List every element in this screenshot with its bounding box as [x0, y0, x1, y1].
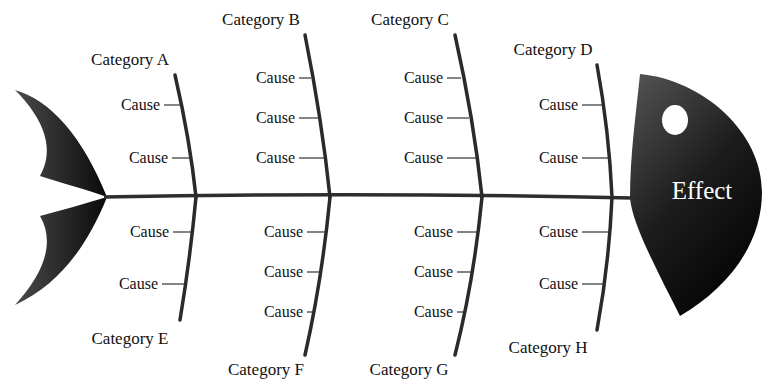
cause-label: Cause	[256, 110, 295, 126]
cause-label: Cause	[539, 276, 578, 292]
cause-label: Cause	[129, 150, 168, 166]
cause-label: Cause	[404, 70, 443, 86]
tick-line	[582, 104, 603, 105]
spine	[104, 195, 632, 198]
tick-line	[447, 157, 476, 158]
fish-eye	[662, 105, 688, 135]
bone	[455, 197, 482, 355]
tick-line	[162, 283, 185, 284]
category-label: Category C	[371, 11, 449, 28]
cause-label: Cause	[539, 97, 578, 113]
cause-label: Cause	[414, 224, 453, 240]
tick-line	[299, 157, 325, 158]
tick-line	[447, 117, 469, 118]
bone	[175, 75, 196, 197]
head-outline	[630, 74, 762, 316]
tick-line	[307, 231, 326, 232]
tail-fin	[15, 197, 107, 305]
tick-line	[299, 117, 319, 118]
category-label: Category E	[92, 330, 169, 347]
bone	[305, 35, 330, 197]
cause-label: Cause	[264, 224, 303, 240]
tick-line	[173, 231, 191, 232]
cause-label: Cause	[256, 150, 295, 166]
cause-label: Cause	[404, 150, 443, 166]
category-label: Category F	[228, 361, 304, 378]
tick-line	[299, 77, 311, 78]
bone	[455, 35, 482, 197]
category-label: Category B	[222, 11, 300, 28]
cause-label: Cause	[264, 304, 303, 320]
tick-line	[582, 231, 610, 232]
tick-line	[457, 231, 478, 232]
tick-line	[457, 311, 464, 312]
tick-line	[447, 77, 461, 78]
cause-label: Cause	[414, 264, 453, 280]
cause-label: Cause	[539, 150, 578, 166]
tick-line	[307, 271, 320, 272]
tick-line	[164, 104, 181, 105]
tick-line	[582, 283, 605, 284]
category-label: Category D	[514, 41, 593, 58]
category-label: Category G	[370, 361, 449, 378]
tail-fin	[15, 90, 107, 197]
tick-line	[582, 157, 609, 158]
bone	[180, 197, 196, 320]
tick-line	[172, 157, 191, 158]
bone	[305, 197, 330, 355]
cause-label: Cause	[264, 264, 303, 280]
cause-label: Cause	[414, 304, 453, 320]
category-label: Category H	[509, 339, 588, 356]
tick-line	[457, 271, 471, 272]
cause-label: Cause	[539, 224, 578, 240]
bone	[597, 197, 612, 330]
cause-label: Cause	[256, 70, 295, 86]
effect-label: Effect	[672, 178, 733, 203]
fish-head: Effect	[628, 72, 764, 318]
cause-label: Cause	[119, 276, 158, 292]
cause-label: Cause	[130, 224, 169, 240]
cause-label: Cause	[404, 110, 443, 126]
category-label: Category A	[91, 51, 169, 68]
tick-line	[307, 311, 313, 312]
bone	[597, 65, 612, 197]
cause-label: Cause	[121, 97, 160, 113]
